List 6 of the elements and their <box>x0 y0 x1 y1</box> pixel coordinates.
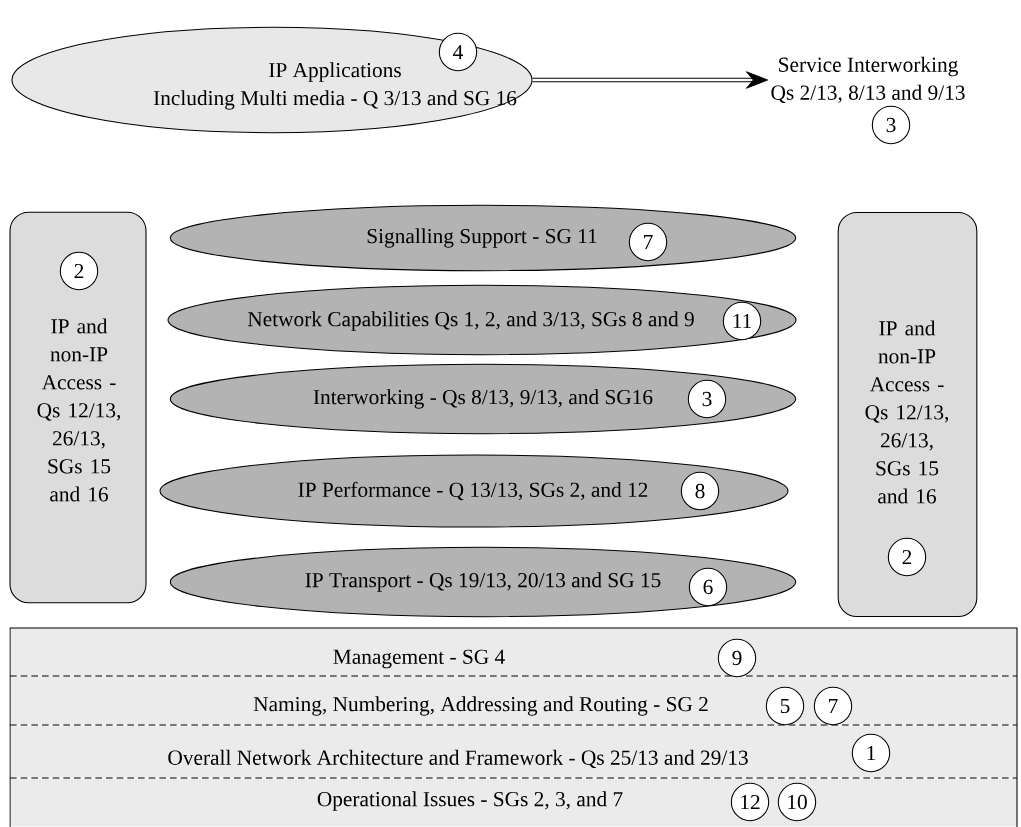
node-label: Overall Network Architecture and Framework - Qs 25/13 and 29/13 <box>168 749 748 769</box>
node-label: Management - SG 4 <box>333 649 505 669</box>
double-arrow <box>532 71 769 89</box>
node-label: Operational Issues - SGs 2, 3, and 7 <box>317 791 623 811</box>
node-text: Service Interworking Qs 2/13, 8/13 and 9/13 <box>771 56 965 104</box>
node-label: Naming, Numbering, Addressing and Routing - SG 2 <box>253 696 708 716</box>
